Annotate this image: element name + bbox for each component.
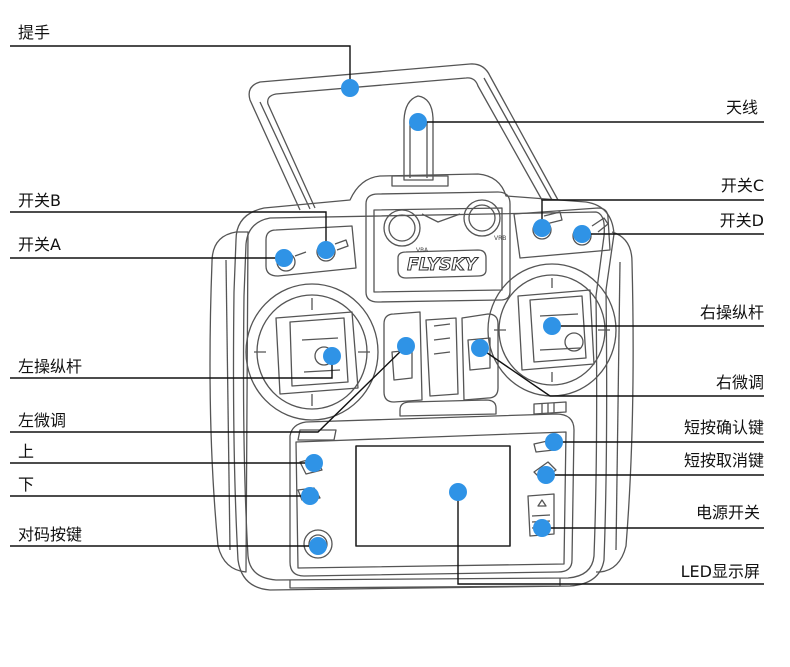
led-screen-label: LED显示屏 bbox=[680, 562, 760, 581]
left-trim-marker bbox=[397, 337, 415, 355]
short-ok-marker bbox=[545, 433, 563, 451]
switch-c-label: 开关C bbox=[720, 176, 764, 195]
led-screen-marker bbox=[449, 483, 467, 501]
screen-drawing bbox=[355, 445, 511, 547]
switch-c-marker bbox=[533, 219, 551, 237]
led-screen-leader-line bbox=[457, 492, 764, 585]
antenna-marker bbox=[409, 113, 427, 131]
bind-button-label: 对码按键 bbox=[18, 525, 83, 544]
right-trim-leader-line bbox=[479, 347, 764, 397]
brand-logo-text: FLYSKY bbox=[407, 255, 479, 275]
switch-c-leader-line bbox=[541, 199, 764, 228]
handle-marker bbox=[341, 79, 359, 97]
switch-b-label: 开关B bbox=[18, 191, 61, 210]
lower-panel-drawing bbox=[289, 413, 575, 577]
power-switch-marker bbox=[533, 519, 551, 537]
left-trim-leader-line bbox=[10, 345, 407, 433]
left-stick-label: 左操纵杆 bbox=[18, 357, 83, 376]
down-label: 下 bbox=[18, 475, 35, 494]
switch-a-marker bbox=[275, 249, 293, 267]
up-label: 上 bbox=[18, 442, 35, 461]
antenna-drawing bbox=[391, 95, 449, 187]
short-ok-label: 短按确认键 bbox=[683, 418, 764, 437]
power-switch-label: 电源开关 bbox=[695, 503, 760, 522]
switch-a-label: 开关A bbox=[18, 235, 61, 254]
body-drawing bbox=[209, 173, 634, 591]
right-trim-label: 右微调 bbox=[715, 373, 764, 392]
switch-b-leader-line bbox=[10, 211, 327, 250]
left-gimbal-drawing bbox=[245, 283, 379, 421]
up-marker bbox=[305, 454, 323, 472]
short-cancel-label: 短按取消键 bbox=[683, 451, 764, 470]
right-stick-marker bbox=[543, 317, 561, 335]
antenna-label: 天线 bbox=[725, 98, 758, 117]
right-trim-marker bbox=[471, 339, 489, 357]
switch-d-label: 开关D bbox=[719, 211, 764, 230]
knob-label-2: VRB bbox=[494, 235, 506, 242]
handle-label: 提手 bbox=[18, 23, 51, 42]
handle-drawing bbox=[248, 63, 559, 211]
down-marker bbox=[301, 487, 319, 505]
switch-d-marker bbox=[573, 225, 591, 243]
left-trim-label: 左微调 bbox=[18, 411, 67, 430]
switch-panel-right bbox=[513, 207, 611, 259]
short-cancel-marker bbox=[537, 466, 555, 484]
top-panel-drawing bbox=[365, 191, 511, 303]
knob-label-1: VRA bbox=[416, 247, 429, 254]
bind-button-marker bbox=[309, 537, 327, 555]
switch-b-marker bbox=[317, 241, 335, 259]
center-trims-drawing bbox=[383, 311, 499, 417]
handle-leader-line bbox=[10, 45, 351, 88]
right-stick-label: 右操纵杆 bbox=[699, 303, 764, 322]
left-stick-marker bbox=[323, 347, 341, 365]
